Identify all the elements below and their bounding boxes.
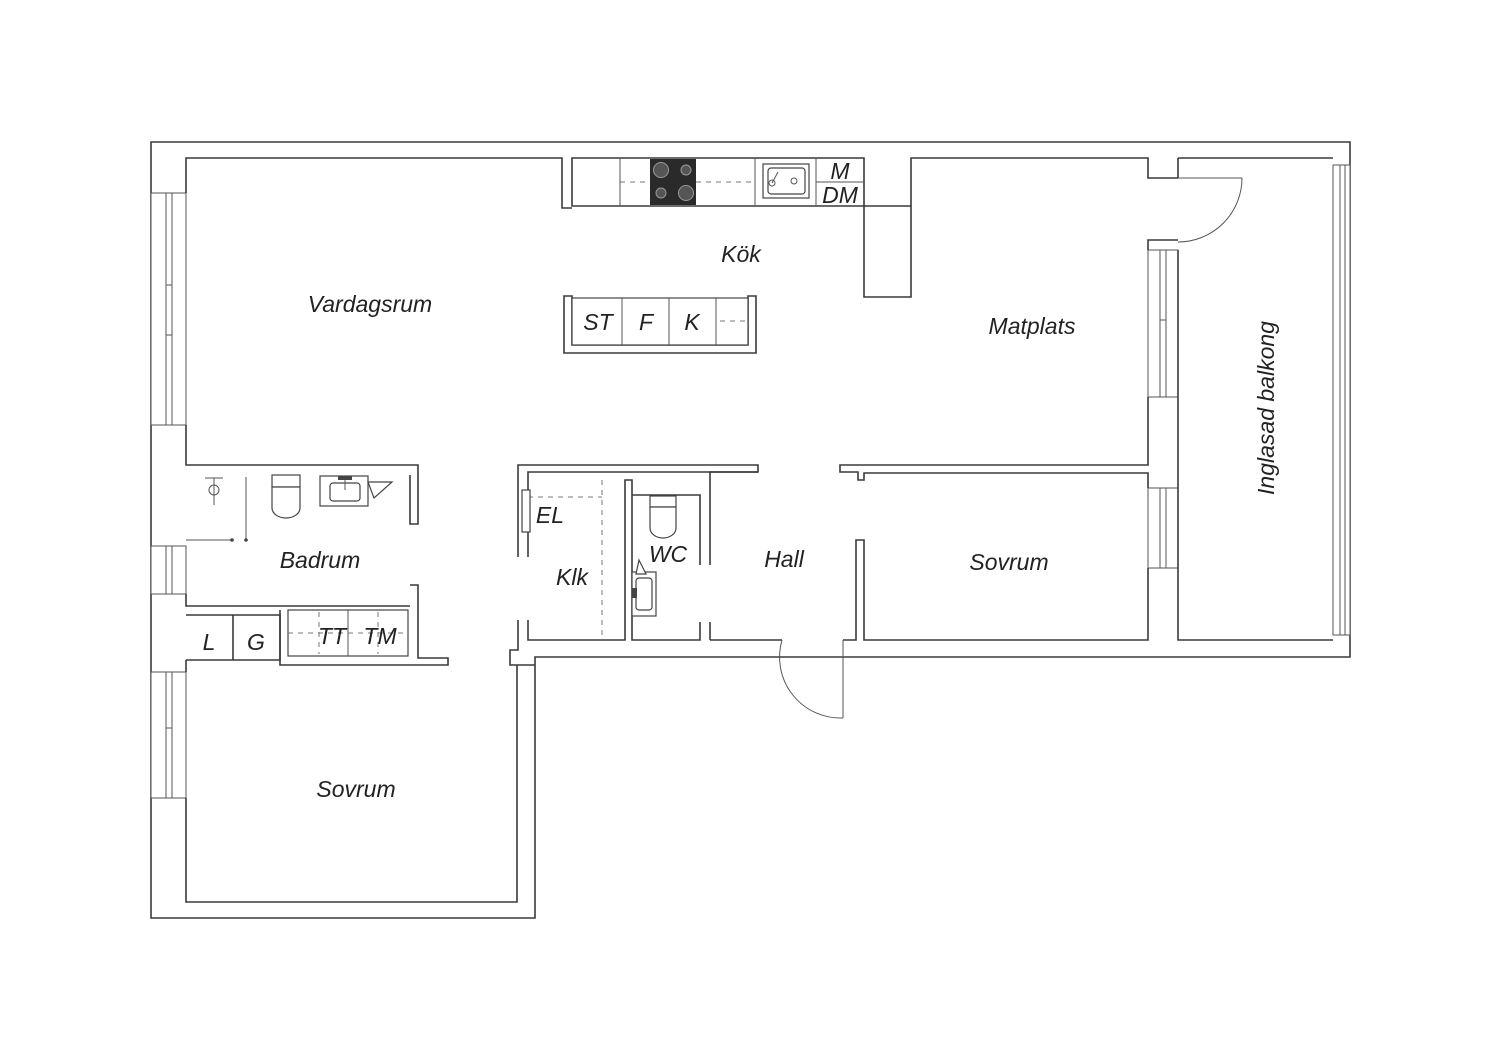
label-st: ST	[583, 309, 614, 335]
inner-walls	[185, 157, 1333, 903]
outer-walls	[150, 141, 1351, 919]
sink-icon	[762, 163, 810, 199]
wc-fixtures	[521, 489, 677, 617]
washbasin-icon	[319, 475, 394, 507]
label-tm: TM	[363, 623, 397, 649]
label-el: EL	[536, 502, 564, 528]
wc-toilet-icon	[649, 495, 677, 539]
doors	[779, 177, 1243, 719]
room-label-badrum: Badrum	[280, 547, 361, 573]
window-left-top	[150, 192, 187, 426]
window-matplats	[1147, 249, 1179, 398]
entrance-door-swing	[779, 639, 844, 719]
bath-fixtures	[186, 474, 394, 542]
room-label-wc: WC	[649, 541, 688, 567]
room-label-balkong: Inglasad balkong	[1253, 321, 1279, 495]
room-label-sovrum-left: Sovrum	[316, 776, 395, 802]
window-left-bath	[150, 545, 187, 595]
room-label-matplats: Matplats	[989, 313, 1076, 339]
label-tt: TT	[318, 623, 348, 649]
electrical-panel-icon	[521, 489, 531, 533]
room-label-vardagsrum: Vardagsrum	[308, 291, 432, 317]
room-label-sovrum-right: Sovrum	[969, 549, 1048, 575]
kitchen-fixtures	[619, 158, 864, 206]
appliance-labels: M DM ST F K EL L G TT TM	[203, 158, 859, 655]
room-labels: Vardagsrum Kök Matplats Inglasad balkong…	[280, 241, 1279, 802]
room-label-klk: Klk	[556, 564, 589, 590]
room-label-hall: Hall	[764, 546, 805, 572]
label-k: K	[684, 309, 701, 335]
window-left-bottom	[150, 671, 187, 799]
wc-basin-icon	[631, 558, 657, 617]
label-l: L	[203, 629, 216, 655]
balcony-door-swing	[1177, 177, 1243, 243]
window-balcony	[1332, 164, 1351, 636]
label-f: F	[639, 309, 655, 335]
label-g: G	[247, 629, 265, 655]
room-label-kok: Kök	[721, 241, 762, 267]
toilet-icon	[271, 474, 301, 519]
shower-icon	[186, 477, 248, 542]
label-dishwasher: DM	[822, 182, 859, 208]
windows	[150, 164, 1351, 799]
label-microwave: M	[830, 158, 850, 184]
window-sovrum-right	[1147, 487, 1179, 569]
